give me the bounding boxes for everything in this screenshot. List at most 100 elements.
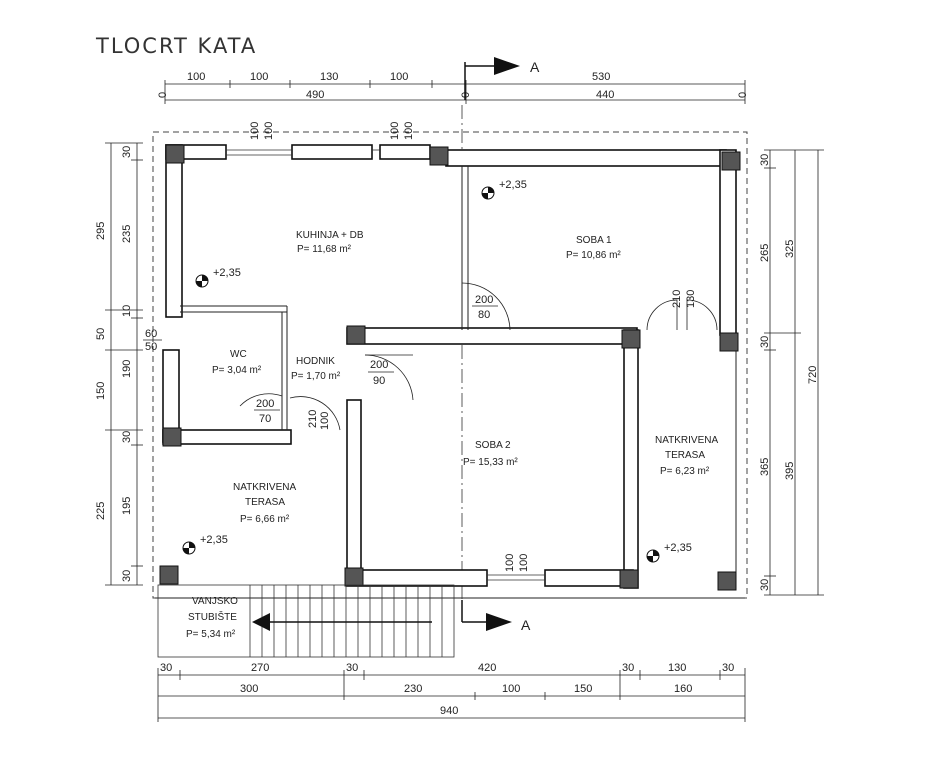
room-name-terrace-right-1: NATKRIVENA [655,435,718,446]
room-name-soba2: SOBA 2 [475,440,511,451]
stairs-direction-arrow [252,613,432,631]
dim-top-530: 530 [592,71,610,83]
top-dimension-lines [164,80,746,104]
opening-label-wc-door-h: 200 [256,398,274,410]
doors [239,282,718,431]
dim-top-490: 490 [306,89,324,101]
room-area-hodnik: P= 1,70 m² [291,371,341,382]
bottom-dimension-lines [157,668,746,722]
dim-right-265: 265 [759,244,771,262]
dim-right-395: 395 [784,462,796,480]
dim-top-zero-right: 0 [737,92,749,98]
dim-left-190: 190 [121,360,133,378]
section-label-top: A [530,59,540,75]
opening-label-wc-w: 50 [145,341,157,353]
dim-bottom-30a: 30 [160,662,172,674]
room-name-terrace-left-2: TERASA [245,497,285,508]
room-name-kitchen: KUHINJA + DB [296,230,364,241]
opening-label-terrace-door-h: 210 [671,290,683,308]
dim-bottom-940: 940 [440,705,458,717]
level-marker-icon-soba1 [481,186,495,200]
dim-top-zero-left: 0 [157,92,169,98]
room-area-soba1: P= 10,86 m² [566,250,621,261]
opening-label-soba2-window-w: 100 [518,554,530,572]
dim-left-195: 195 [121,497,133,515]
outdoor-stairs [157,584,455,658]
dim-bottom-30b: 30 [346,662,358,674]
room-area-kitchen: P= 11,68 m² [297,244,352,255]
left-dimension-lines [105,142,143,586]
window-label-kitchen-left-h: 100 [249,122,261,140]
dim-bottom-420: 420 [478,662,496,674]
dim-left-30b: 30 [121,431,133,443]
dim-left-225: 225 [95,502,107,520]
room-name-stairs-2: STUBIŠTE [188,610,237,623]
dim-top-zero-mid: 0 [460,92,472,98]
dim-bottom-30d: 30 [722,662,734,674]
section-marker-top [464,57,520,100]
dim-left-30a: 30 [121,146,133,158]
window-label-kitchen-right-h: 100 [389,122,401,140]
dim-right-365: 365 [759,458,771,476]
opening-label-wc-h: 60 [145,328,157,340]
dim-top-130: 130 [320,71,338,83]
room-area-stairs: P= 5,34 m² [186,629,236,640]
room-name-hodnik: HODNIK [296,356,335,367]
room-area-wc: P= 3,04 m² [212,365,262,376]
opening-label-soba1-door-w: 80 [478,309,490,321]
right-dimension-lines [764,149,824,596]
room-name-wc: WC [230,349,247,360]
dim-right-30c: 30 [759,579,771,591]
dim-top-440: 440 [596,89,614,101]
level-mark-kitchen: +2,35 [213,267,241,279]
section-label-bottom: A [521,617,531,633]
level-marker-icon-terrace-left [182,541,196,555]
level-marker-icon-terrace-right [646,549,660,563]
opening-label-terrace-left-door-w: 100 [319,412,331,430]
dim-right-30a: 30 [759,154,771,166]
dim-bottom-30c: 30 [622,662,634,674]
dim-bottom-150: 150 [574,683,592,695]
level-mark-terrace-left: +2,35 [200,534,228,546]
window-label-kitchen-left-w: 100 [263,122,275,140]
columns [159,144,741,591]
dim-left-30c: 30 [121,570,133,582]
dim-left-235: 235 [121,225,133,243]
room-name-terrace-left-1: NATKRIVENA [233,482,296,493]
room-name-stairs-1: VANJSKO [192,596,238,607]
dim-bottom-130: 130 [668,662,686,674]
opening-label-terrace-door-w: 130 [685,290,697,308]
dim-left-295: 295 [95,222,107,240]
dim-top-100a: 100 [187,71,205,83]
level-marker-icon-kitchen [195,274,209,288]
opening-label-hodnik-door-w: 90 [373,375,385,387]
dim-right-30b: 30 [759,336,771,348]
level-mark-soba1: +2,35 [499,179,527,191]
dim-left-150: 150 [95,382,107,400]
drawing-title: TLOCRT KATA [96,34,258,58]
partitions [155,166,745,599]
dim-right-325: 325 [784,240,796,258]
level-mark-terrace-right: +2,35 [664,542,692,554]
opening-label-soba1-door-h: 200 [475,294,493,306]
room-area-soba2: P= 15,33 m² [463,457,518,468]
opening-label-terrace-left-door-h: 210 [307,410,319,428]
opening-label-wc-door-w: 70 [259,413,271,425]
dim-top-100b: 100 [250,71,268,83]
dim-bottom-160: 160 [674,683,692,695]
dim-right-720: 720 [807,366,819,384]
dim-left-50: 50 [95,328,107,340]
room-area-terrace-right: P= 6,23 m² [660,466,710,477]
opening-label-hodnik-door-h: 200 [370,359,388,371]
dim-bottom-270: 270 [251,662,269,674]
windows [226,149,545,581]
dim-bottom-230: 230 [404,683,422,695]
dim-bottom-300: 300 [240,683,258,695]
room-area-terrace-left: P= 6,66 m² [240,514,290,525]
dim-top-100c: 100 [390,71,408,83]
dim-bottom-100: 100 [502,683,520,695]
room-name-soba1: SOBA 1 [576,235,612,246]
dim-left-10: 10 [121,305,133,317]
section-marker-bottom [461,600,512,631]
